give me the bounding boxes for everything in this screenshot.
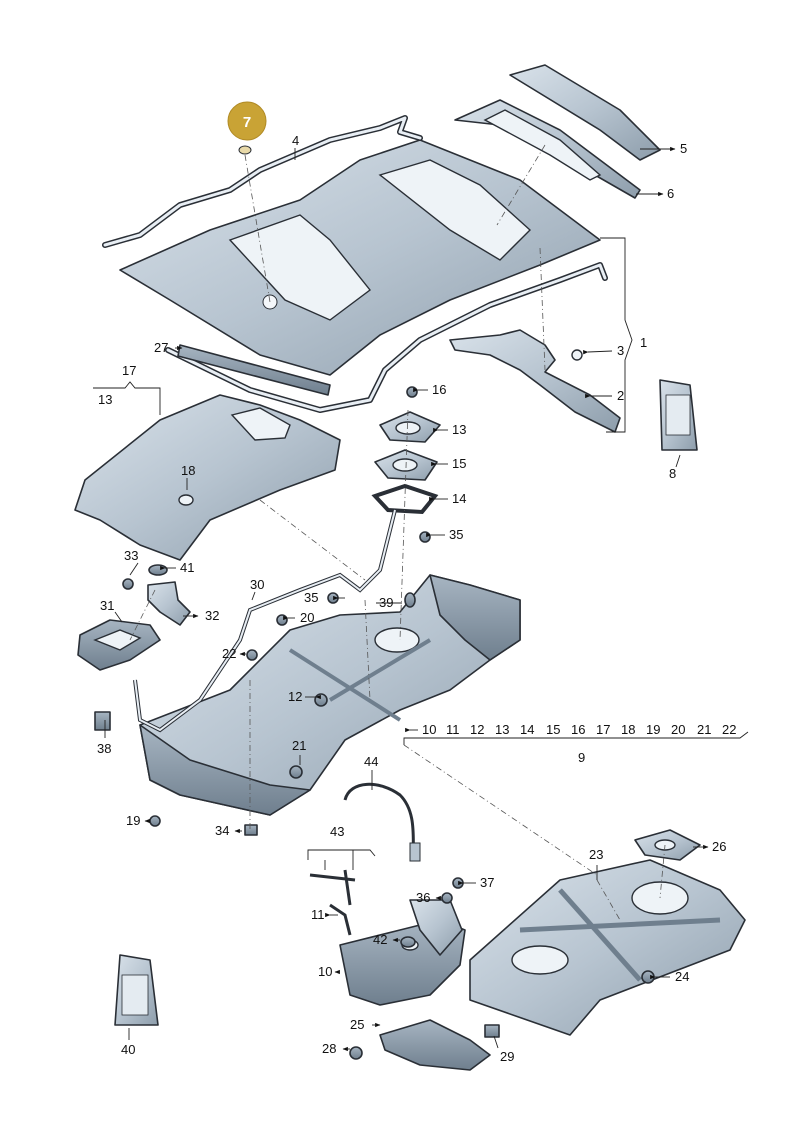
bracket-43 <box>309 869 356 936</box>
rear-trim-strips <box>454 64 661 199</box>
callout-10: 10 <box>318 964 332 979</box>
callout-34: 34 <box>215 823 229 838</box>
callout-19a: 19 <box>646 722 660 737</box>
callout-28: 28 <box>322 1041 336 1056</box>
callout-18a: 18 <box>621 722 635 737</box>
callout-21a: 21 <box>697 722 711 737</box>
callout-35-right: 35 <box>449 527 463 542</box>
callout-26: 26 <box>712 839 726 854</box>
hinge-arm <box>449 329 621 433</box>
ring-26 <box>634 829 701 861</box>
clip-38 <box>94 711 111 731</box>
callout-13-ring: 13 <box>452 422 466 437</box>
callout-44: 44 <box>364 754 378 769</box>
callout-20: 20 <box>300 610 314 625</box>
callout-15: 15 <box>452 456 466 471</box>
callout-39: 39 <box>379 595 393 610</box>
callout-38: 38 <box>97 741 111 756</box>
bracket-25 <box>379 1019 491 1071</box>
callout-25: 25 <box>350 1017 364 1032</box>
callout-9: 9 <box>578 750 585 765</box>
callout-4: 4 <box>292 133 299 148</box>
callout-3: 3 <box>617 343 624 358</box>
bracket-31 <box>77 619 161 671</box>
callout-12: 12 <box>288 689 302 704</box>
highlight-circle <box>227 101 267 141</box>
shelf-cover <box>74 394 341 561</box>
callout-35-left: 35 <box>304 590 318 605</box>
strip-27 <box>177 344 331 396</box>
leader-lines <box>93 146 749 1052</box>
callout-20a: 20 <box>671 722 685 737</box>
callout-37: 37 <box>480 875 494 890</box>
callout-36: 36 <box>416 890 430 905</box>
roof-panel <box>119 139 601 376</box>
callout-11: 11 <box>311 907 325 922</box>
callout-13a: 13 <box>495 722 509 737</box>
highlight-label: 7 <box>243 114 251 131</box>
panel-40 <box>114 954 159 1026</box>
callout-16: 16 <box>432 382 446 397</box>
side-panel-8 <box>659 379 698 451</box>
callout-14: 14 <box>452 491 466 506</box>
callout-12a: 12 <box>470 722 484 737</box>
callout-6: 6 <box>667 186 674 201</box>
callout-21: 21 <box>292 738 306 753</box>
callout-30: 30 <box>250 577 264 592</box>
callout-27: 27 <box>154 340 168 355</box>
lower-panel-23 <box>469 859 746 1036</box>
callout-13-shelf: 13 <box>98 392 112 407</box>
callout-2: 2 <box>617 388 624 403</box>
callout-11a: 11 <box>446 722 460 737</box>
fasteners <box>122 145 655 1060</box>
assembly-centrelines <box>129 144 666 921</box>
roof-seal <box>102 115 608 413</box>
callout-41: 41 <box>180 560 194 575</box>
callout-17a: 17 <box>596 722 610 737</box>
gasket-14 <box>371 483 439 515</box>
hose-30 <box>133 509 397 733</box>
ring-13 <box>379 411 441 443</box>
callout-14a: 14 <box>520 722 534 737</box>
callout-22a: 22 <box>722 722 736 737</box>
callout-24: 24 <box>675 969 689 984</box>
callout-32: 32 <box>205 608 219 623</box>
valve-32 <box>147 581 191 626</box>
callout-33: 33 <box>124 548 138 563</box>
callout-40: 40 <box>121 1042 135 1057</box>
callout-18: 18 <box>181 463 195 478</box>
callout-15a: 15 <box>546 722 560 737</box>
callout-43: 43 <box>330 824 344 839</box>
callout-22: 22 <box>222 646 236 661</box>
callout-1: 1 <box>640 335 647 350</box>
highlight-marker: 7 <box>227 101 267 141</box>
callout-16a: 16 <box>571 722 585 737</box>
callout-5: 5 <box>680 141 687 156</box>
callout-23: 23 <box>589 847 603 862</box>
callout-8: 8 <box>669 466 676 481</box>
callout-10a: 10 <box>422 722 436 737</box>
cable-44 <box>343 782 421 862</box>
callout-29: 29 <box>500 1049 514 1064</box>
storage-tray-10 <box>339 899 466 1006</box>
callout-42: 42 <box>373 932 387 947</box>
main-tub <box>139 574 521 816</box>
callout-17: 17 <box>122 363 136 378</box>
callout-31: 31 <box>100 598 114 613</box>
callout-19: 19 <box>126 813 140 828</box>
callout-labels: 1 2 3 4 5 6 8 9 10 11 12 13 14 15 16 17 … <box>97 133 736 1064</box>
